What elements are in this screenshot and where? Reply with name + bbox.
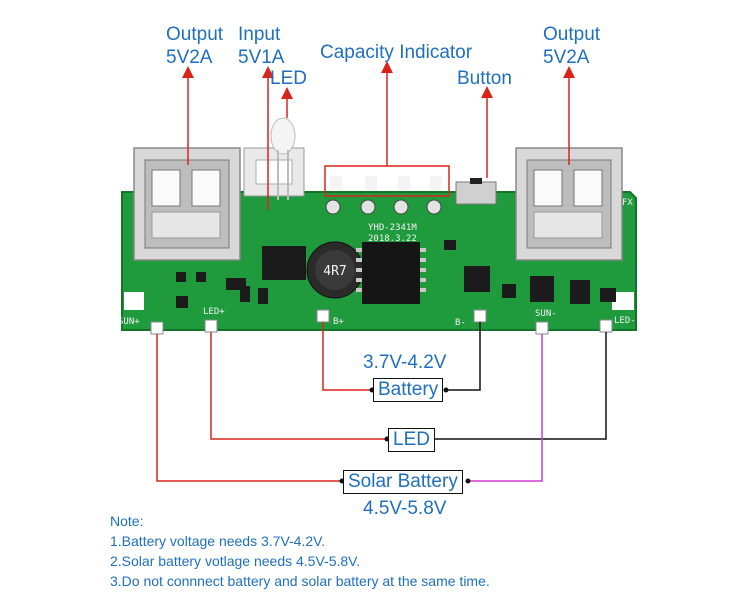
inductor-marking: 4R7 <box>323 264 346 279</box>
led-component <box>270 117 296 200</box>
label-input-title: Input <box>238 24 281 45</box>
inductor-component: 4R7 <box>306 241 364 299</box>
micro-usb-input <box>243 147 305 197</box>
label-battery-voltage: 3.7V-4.2V <box>363 352 447 373</box>
note-line-1: 1.Battery voltage needs 3.7V-4.2V. <box>110 533 326 549</box>
note-line-3: 3.Do not connnect battery and solar batt… <box>110 573 490 589</box>
box-solar-battery: Solar Battery <box>343 470 463 494</box>
pad-label-sun-minus: SUN- <box>535 309 557 319</box>
button-component <box>455 178 497 205</box>
label-button: Button <box>457 68 512 89</box>
label-output-right-title: Output <box>543 24 601 45</box>
pad-label-led-minus: LED- <box>614 316 636 326</box>
pad-label-b-minus: B- <box>455 318 466 328</box>
box-battery: Battery <box>373 378 444 402</box>
label-led-top: LED <box>270 68 307 89</box>
pad-label-b-plus: B+ <box>333 317 344 327</box>
smd-components <box>176 240 616 308</box>
label-solar-voltage: 4.5V-5.8V <box>363 498 447 519</box>
label-capacity-indicator: Capacity Indicator <box>320 42 473 63</box>
label-output-right-value: 5V2A <box>543 47 590 68</box>
note-line-2: 2.Solar battery votlage needs 4.5V-5.8V. <box>110 553 361 569</box>
note-heading: Note: <box>110 513 144 529</box>
pcb-text-fx: FX <box>622 198 633 208</box>
ic-chip <box>356 242 426 304</box>
pad-label-led-plus: LED+ <box>203 307 225 317</box>
pcb-text-date: 2018.3.22 <box>368 234 417 244</box>
pad-label-sun-plus: SUN+ <box>118 317 140 327</box>
box-led: LED <box>388 428 435 452</box>
label-arrows <box>182 61 575 210</box>
label-output-left-title: Output <box>166 24 224 45</box>
pcb-text-model: YHD-2341M <box>368 223 417 233</box>
label-output-left-value: 5V2A <box>166 47 213 68</box>
usb-port-left <box>133 147 241 261</box>
label-input-value: 5V1A <box>238 47 285 68</box>
usb-port-right <box>515 147 623 261</box>
wiring <box>156 322 607 482</box>
